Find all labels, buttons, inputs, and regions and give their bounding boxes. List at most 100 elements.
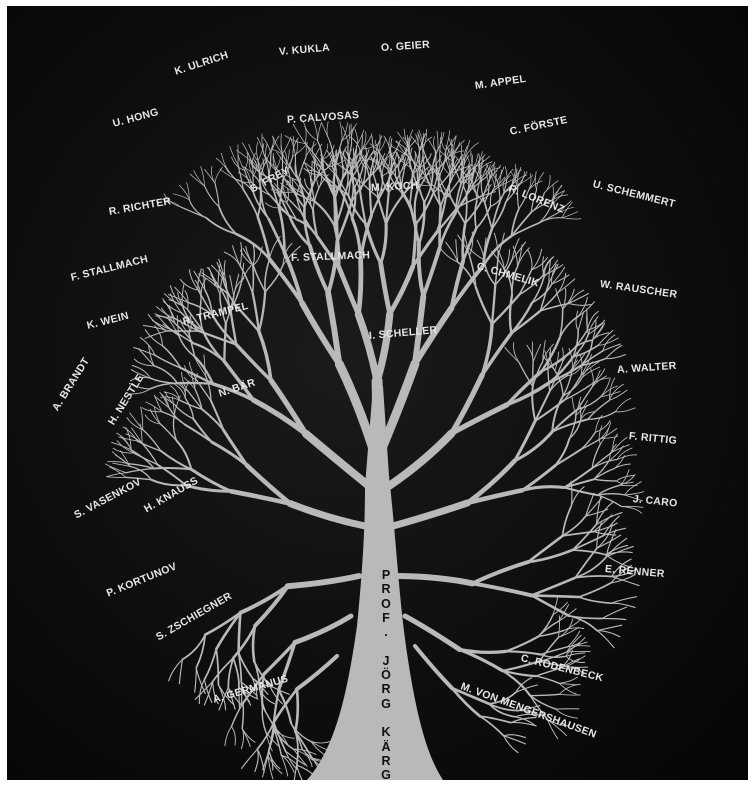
tree-branch <box>518 245 523 267</box>
tree-branch <box>515 432 553 461</box>
tree-branch <box>352 170 354 202</box>
tree-branch <box>378 197 386 224</box>
tree-branch <box>576 311 578 330</box>
tree-branch <box>567 651 591 652</box>
tree-branch <box>293 124 305 143</box>
tree-branch <box>512 239 519 260</box>
tree-branch <box>598 494 625 495</box>
tree-branch <box>454 140 464 154</box>
tree-branch <box>195 668 197 693</box>
tree-branch <box>440 145 441 167</box>
tree-branch <box>271 381 306 434</box>
tree-branch <box>287 189 289 203</box>
honoree-letter <box>372 639 400 653</box>
honoree-letter: . <box>372 625 400 639</box>
tree-branch <box>586 493 594 516</box>
tree-branch <box>564 479 594 487</box>
tree-branch <box>597 625 622 630</box>
tree-branch <box>473 562 528 583</box>
tree-branch <box>358 259 361 314</box>
tree-branch <box>295 689 298 731</box>
honoree-letter: K <box>372 725 400 739</box>
tree-branch <box>381 224 386 263</box>
tree-branch <box>297 656 337 689</box>
tree-branch <box>216 158 228 171</box>
tree-branch <box>491 193 505 207</box>
honoree-letter: O <box>372 597 400 611</box>
tree-branch <box>242 749 258 768</box>
tree-branch <box>306 434 369 486</box>
tree-branch <box>573 550 606 555</box>
tree-branch <box>290 504 365 526</box>
name-label-koch: M. KOCH <box>371 180 419 194</box>
tree-branch <box>206 218 236 234</box>
honoree-letter: R <box>372 582 400 596</box>
tree-branch <box>239 613 241 653</box>
tree-branch <box>552 275 569 284</box>
tree-branch <box>602 619 626 620</box>
tree-branch <box>423 248 439 296</box>
honoree-letter: G <box>372 768 400 780</box>
tree-branch <box>415 646 452 688</box>
tree-branch <box>532 595 569 615</box>
tree-branch <box>175 287 188 302</box>
tree-branch <box>602 607 627 618</box>
tree-branch <box>529 176 536 190</box>
tree-branch <box>492 295 519 324</box>
tree-branch <box>594 469 615 480</box>
tree-branch <box>314 122 318 141</box>
tree-branch <box>340 122 342 141</box>
tree-branch <box>377 314 390 381</box>
tree-branch <box>305 126 318 140</box>
tree-branch <box>233 246 241 266</box>
tree-branch <box>253 266 265 292</box>
tree-branch <box>415 191 418 224</box>
tree-branch <box>555 450 580 466</box>
tree-branch <box>566 653 585 656</box>
honoree-letter: Ö <box>372 668 400 682</box>
tree-branch <box>204 649 216 680</box>
tree-branch <box>130 413 143 430</box>
tree-branch <box>231 703 243 726</box>
tree-branch <box>334 165 335 198</box>
tree-branch <box>189 200 206 218</box>
honoree-letter <box>372 711 400 725</box>
tree-branch <box>242 166 254 175</box>
tree-branch <box>195 389 202 410</box>
tree-branch <box>536 676 559 683</box>
honoree-letter: G <box>372 697 400 711</box>
tree-branch <box>241 729 243 749</box>
tree-branch <box>510 295 512 333</box>
tree-branch <box>511 303 532 333</box>
tree-branch <box>465 201 482 224</box>
tree-branch <box>537 173 544 190</box>
tree-branch <box>588 317 598 335</box>
tree-branch <box>428 139 436 153</box>
tree-branch <box>580 432 595 450</box>
tree-branch <box>476 287 492 324</box>
tree-branch <box>216 649 218 685</box>
tree-branch <box>492 285 495 324</box>
tree-branch <box>548 367 550 391</box>
tree-branch <box>516 678 532 693</box>
tree-branch <box>231 727 235 746</box>
tree-branch <box>594 479 617 481</box>
honoree-letter: Ä <box>372 740 400 754</box>
tree-branch <box>558 279 575 292</box>
tree-branch <box>575 557 606 578</box>
tree-branch <box>599 426 602 444</box>
tree-branch <box>383 364 415 446</box>
tree-branch <box>271 136 279 153</box>
tree-branch <box>182 283 184 306</box>
tree-branch <box>362 135 363 156</box>
tree-branch <box>497 181 500 201</box>
tree-branch <box>571 481 572 506</box>
tree-branch <box>389 433 452 486</box>
academic-family-tree-plaque: O. GEIER V. KUKLA K. ULRICH M. APPEL U. … <box>7 6 748 780</box>
tree-branch <box>541 352 570 371</box>
tree-branch <box>107 477 127 478</box>
honoree-letter: P <box>372 568 400 582</box>
tree-branch <box>609 378 614 400</box>
tree-branch <box>342 126 348 145</box>
